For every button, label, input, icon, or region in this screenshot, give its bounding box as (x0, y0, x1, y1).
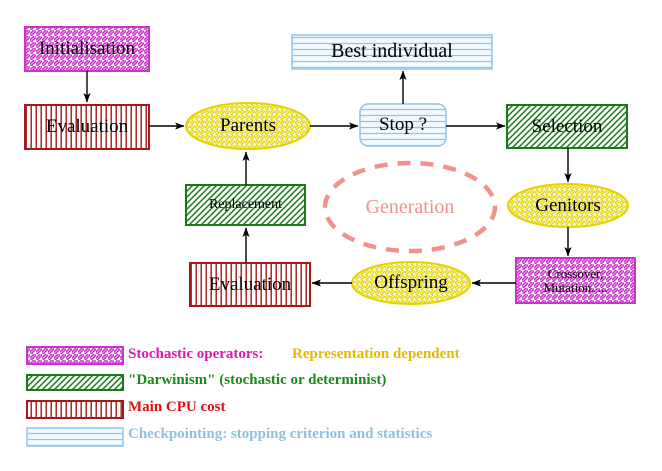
legend-swatch-stochastic-operators (26, 346, 124, 365)
legend-text-stochastic-operators: Stochastic operators: (128, 346, 264, 362)
node-best-individual[interactable] (291, 34, 493, 70)
node-crossover-mutation[interactable] (515, 257, 636, 304)
legend-swatch-main-cpu-cost (26, 400, 124, 419)
node-initialisation[interactable] (24, 26, 150, 72)
node-selection[interactable] (506, 104, 628, 149)
legend-text-stochastic-operators-extra: Representation dependent (292, 346, 460, 362)
node-parents[interactable] (185, 102, 311, 150)
node-generation (322, 160, 498, 254)
legend-text-main-cpu-cost: Main CPU cost (128, 399, 226, 415)
node-genitors[interactable] (507, 183, 629, 228)
node-replacement[interactable] (185, 184, 306, 226)
node-stop[interactable] (359, 103, 447, 147)
node-evaluation-bottom[interactable] (189, 262, 311, 307)
node-offspring[interactable] (351, 261, 471, 305)
legend-text-darwinism: "Darwinism" (stochastic or determinist) (128, 372, 387, 388)
node-evaluation-top[interactable] (24, 104, 150, 150)
legend-text-checkpointing: Checkpointing: stopping criterion and st… (128, 426, 433, 442)
legend-swatch-checkpointing (26, 427, 124, 447)
legend-swatch-darwinism (26, 374, 124, 391)
